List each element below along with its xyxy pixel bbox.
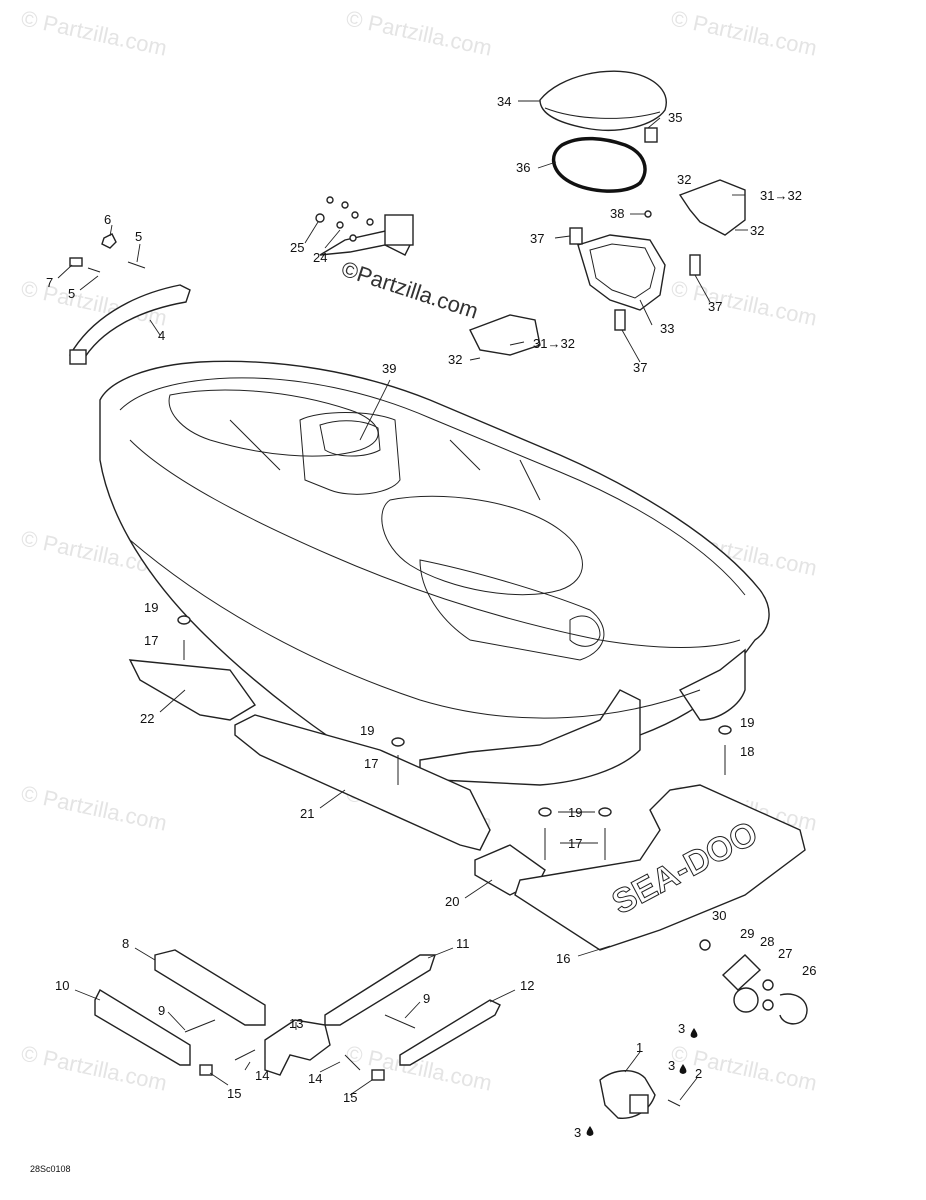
callout-19[interactable]: 19 <box>568 805 582 820</box>
handle-grip <box>69 233 191 365</box>
drain-plug <box>599 1070 681 1119</box>
callout-32[interactable]: 32 <box>750 223 764 238</box>
callout-38[interactable]: 38 <box>610 206 624 221</box>
callout-9[interactable]: 9 <box>158 1003 165 1018</box>
callout-19[interactable]: 19 <box>144 600 158 615</box>
sealant-drop-icons <box>586 1028 698 1136</box>
callout-12[interactable]: 12 <box>520 978 534 993</box>
callout-16[interactable]: 16 <box>556 951 570 966</box>
callout-31-32[interactable]: 31→32 <box>533 336 575 351</box>
callout-21[interactable]: 21 <box>300 806 314 821</box>
callout-5[interactable]: 5 <box>135 229 142 244</box>
callout-28[interactable]: 28 <box>760 934 774 949</box>
callout-9[interactable]: 9 <box>423 991 430 1006</box>
callout-6[interactable]: 6 <box>104 212 111 227</box>
callout-33[interactable]: 33 <box>660 321 674 336</box>
watermark: © Partzilla.com <box>19 5 169 60</box>
callout-15[interactable]: 15 <box>343 1090 357 1105</box>
watermark: © Partzilla.com <box>344 5 494 60</box>
callout-35[interactable]: 35 <box>668 110 682 125</box>
callout-7[interactable]: 7 <box>46 275 53 290</box>
callout-20[interactable]: 20 <box>445 894 459 909</box>
diagram-code: 28Sc0108 <box>30 1164 71 1174</box>
callout-14[interactable]: 14 <box>308 1071 322 1086</box>
callout-39[interactable]: 39 <box>382 361 396 376</box>
callout-37[interactable]: 37 <box>530 231 544 246</box>
callout-8[interactable]: 8 <box>122 936 129 951</box>
callout-37[interactable]: 37 <box>633 360 647 375</box>
callout-30[interactable]: 30 <box>712 908 726 923</box>
watermark: © Partzilla.com <box>19 1040 169 1095</box>
watermark: © Partzilla.com <box>19 780 169 835</box>
callout-36[interactable]: 36 <box>516 160 530 175</box>
callout-19[interactable]: 19 <box>740 715 754 730</box>
callout-10[interactable]: 10 <box>55 978 69 993</box>
storage-bin <box>469 179 746 356</box>
callout-27[interactable]: 27 <box>778 946 792 961</box>
callout-11[interactable]: 11 <box>456 936 470 951</box>
callout-25[interactable]: 25 <box>290 240 304 255</box>
callout-3[interactable]: 3 <box>678 1021 685 1036</box>
callout-31-32[interactable]: 31→32 <box>760 188 802 203</box>
watermark: © Partzilla.com <box>669 1040 819 1095</box>
tow-eye-assembly <box>699 939 808 1025</box>
drop-icon <box>690 1028 698 1038</box>
leader-lines <box>57 100 748 1101</box>
callout-17[interactable]: 17 <box>568 836 582 851</box>
callout-4[interactable]: 4 <box>158 328 165 343</box>
callout-26[interactable]: 26 <box>802 963 816 978</box>
watermark: © Partzilla.com <box>669 5 819 60</box>
mat-fasteners <box>177 615 732 860</box>
callouts: 34 35 36 32 31→32 32 38 37 37 33 37 39 3… <box>46 94 816 1140</box>
callout-32[interactable]: 32 <box>448 352 462 367</box>
callout-17[interactable]: 17 <box>144 633 158 648</box>
storage-cover <box>539 70 667 193</box>
callout-3[interactable]: 3 <box>668 1058 675 1073</box>
drop-icon <box>679 1064 687 1074</box>
sponsons <box>94 949 501 1081</box>
callout-15[interactable]: 15 <box>227 1086 241 1101</box>
callout-22[interactable]: 22 <box>140 711 154 726</box>
callout-29[interactable]: 29 <box>740 926 754 941</box>
drop-icon <box>586 1126 594 1136</box>
callout-34[interactable]: 34 <box>497 94 511 109</box>
callout-14[interactable]: 14 <box>255 1068 269 1083</box>
watermark: © Partzilla.com <box>669 275 819 330</box>
callout-18[interactable]: 18 <box>740 744 754 759</box>
callout-37[interactable]: 37 <box>708 299 722 314</box>
watermark-center: ©Partzilla.com <box>338 256 481 324</box>
rear-handle <box>315 196 414 256</box>
callout-32[interactable]: 32 <box>677 172 691 187</box>
callout-2[interactable]: 2 <box>695 1066 702 1081</box>
hull-body <box>99 360 770 786</box>
callout-3[interactable]: 3 <box>574 1125 581 1140</box>
callout-1[interactable]: 1 <box>636 1040 643 1055</box>
callout-19[interactable]: 19 <box>360 723 374 738</box>
callout-13[interactable]: 13 <box>289 1016 303 1031</box>
callout-24[interactable]: 24 <box>313 250 327 265</box>
callout-5[interactable]: 5 <box>68 286 75 301</box>
callout-17[interactable]: 17 <box>364 756 378 771</box>
